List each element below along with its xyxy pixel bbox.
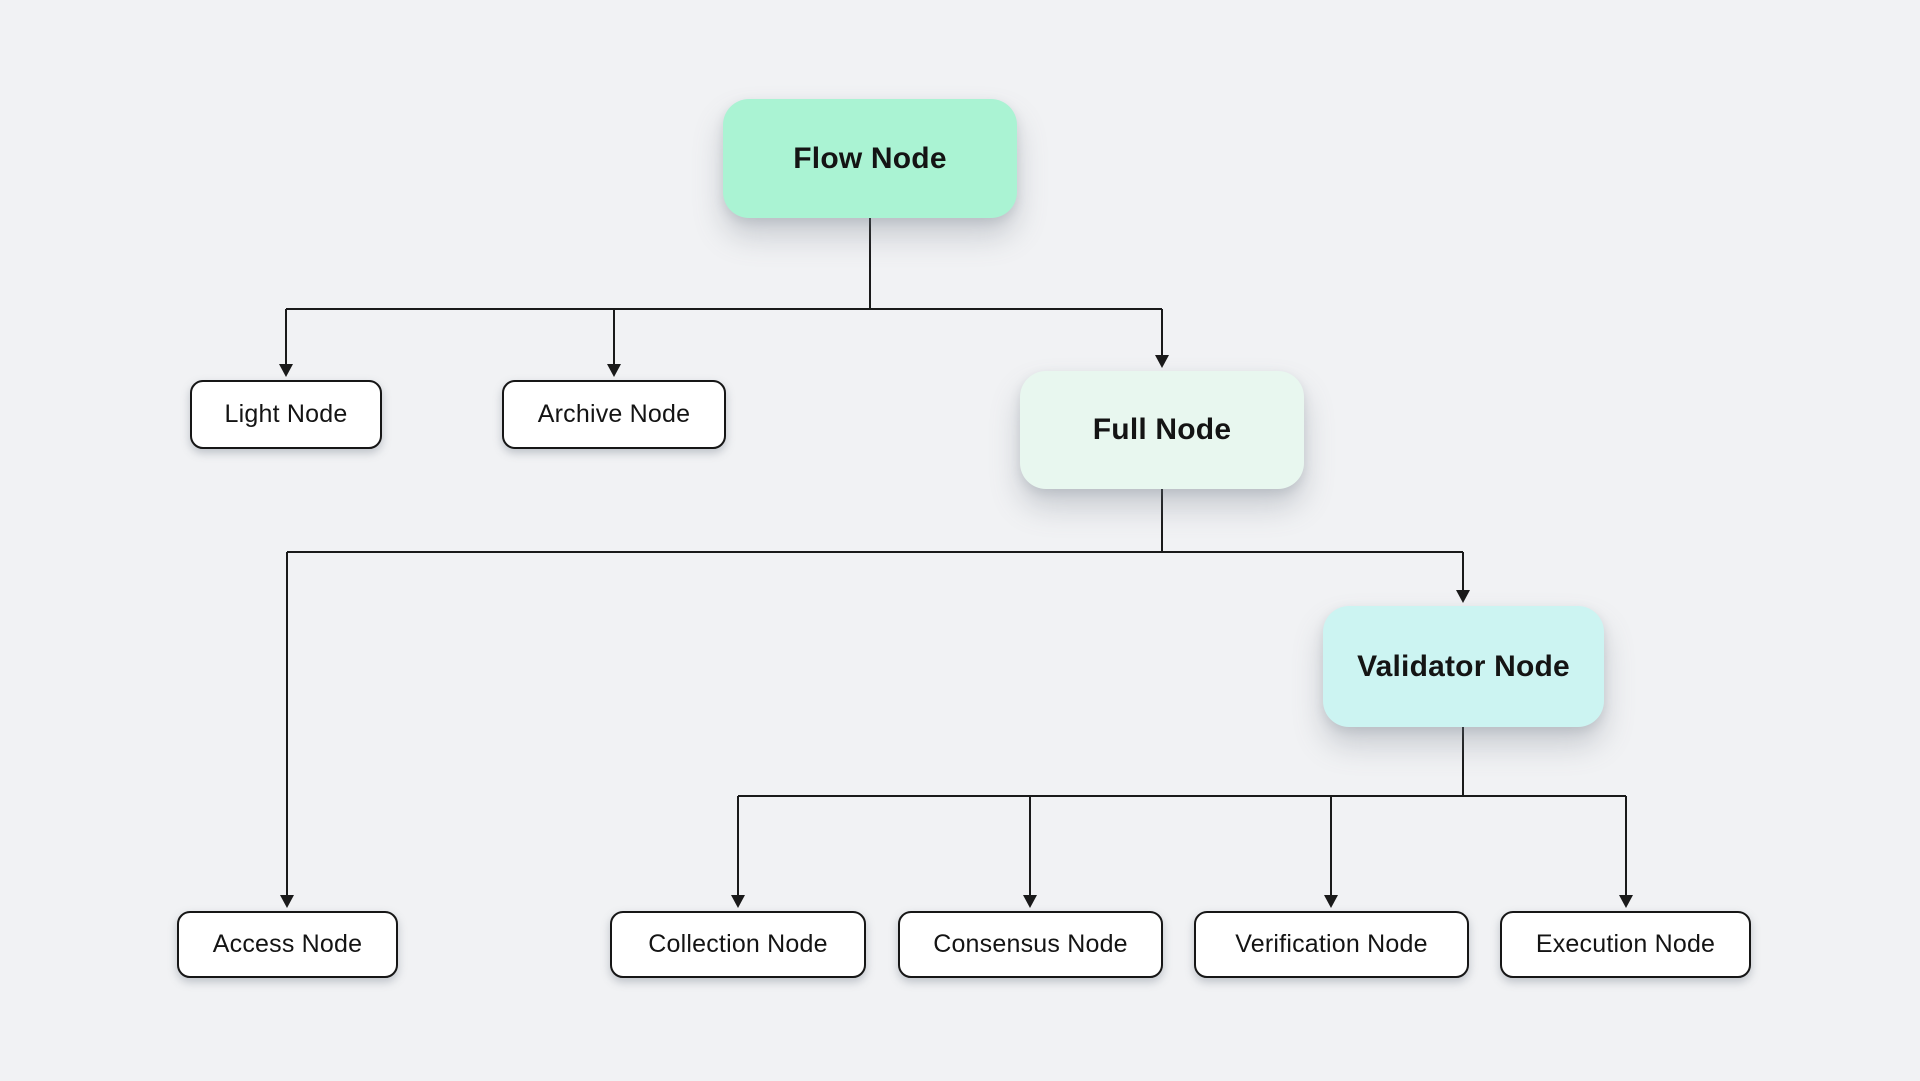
node-execution-label: Execution Node bbox=[1535, 930, 1716, 958]
arrowhead-collection bbox=[731, 895, 745, 908]
node-access: Access Node bbox=[177, 911, 398, 978]
node-execution: Execution Node bbox=[1500, 911, 1751, 978]
node-full-label: Full Node bbox=[1092, 413, 1232, 446]
node-consensus: Consensus Node bbox=[898, 911, 1163, 978]
node-verification: Verification Node bbox=[1194, 911, 1469, 978]
node-full: Full Node bbox=[1020, 371, 1304, 489]
arrowhead-execution bbox=[1619, 895, 1633, 908]
node-light: Light Node bbox=[190, 380, 382, 449]
arrowhead-archive bbox=[607, 364, 621, 377]
node-verification-label: Verification Node bbox=[1235, 930, 1428, 958]
node-validator: Validator Node bbox=[1323, 606, 1604, 727]
node-collection-label: Collection Node bbox=[648, 930, 828, 958]
node-light-label: Light Node bbox=[224, 400, 348, 428]
node-flow: Flow Node bbox=[723, 99, 1017, 218]
node-flow-label: Flow Node bbox=[793, 141, 947, 175]
arrowhead-validator bbox=[1456, 590, 1470, 603]
arrowhead-full bbox=[1155, 355, 1169, 368]
connector-path bbox=[285, 218, 1627, 897]
node-access-label: Access Node bbox=[212, 930, 363, 958]
node-archive-label: Archive Node bbox=[537, 400, 691, 428]
node-archive: Archive Node bbox=[502, 380, 726, 449]
arrowhead-light bbox=[279, 364, 293, 377]
arrowhead-verification bbox=[1324, 895, 1338, 908]
node-collection: Collection Node bbox=[610, 911, 866, 978]
node-consensus-label: Consensus Node bbox=[933, 930, 1128, 958]
node-validator-label: Validator Node bbox=[1357, 649, 1570, 683]
arrowhead-access bbox=[280, 895, 294, 908]
arrowhead-consensus bbox=[1023, 895, 1037, 908]
